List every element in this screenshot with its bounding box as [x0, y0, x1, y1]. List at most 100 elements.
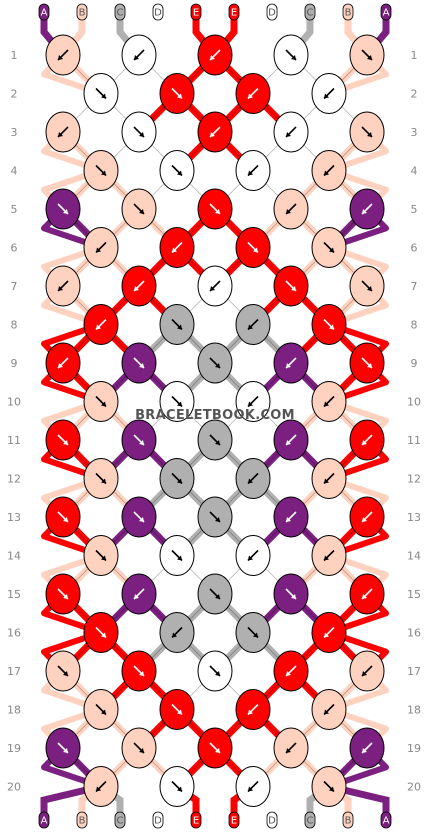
arrow-head-icon — [329, 247, 334, 253]
knot-row-1-1 — [45, 34, 81, 76]
arrow-head-icon — [324, 478, 329, 484]
arrow-head-icon — [96, 324, 101, 330]
knot-row-3-5 — [349, 111, 385, 153]
arrow-head-icon — [210, 55, 215, 60]
strand-letter: C — [117, 8, 124, 19]
knot-row-16-1 — [83, 612, 119, 653]
knot-row-20-3 — [235, 766, 271, 807]
row-number-right: 9 — [411, 357, 418, 370]
arrow-head-icon — [248, 786, 253, 792]
knot-row-2-1 — [83, 73, 119, 114]
strand-letter: E — [193, 8, 199, 19]
knot-row-19-2 — [121, 727, 157, 769]
bottom-strand-label-d: D — [152, 811, 164, 829]
knot-row-18-3 — [235, 689, 271, 730]
arrow-head-icon — [101, 709, 106, 715]
arrow-head-icon — [362, 517, 367, 522]
knot-row-11-3 — [197, 419, 233, 461]
top-strand-label-e: E — [190, 3, 202, 21]
knot-row-15-3 — [197, 573, 233, 615]
knot-row-2-3 — [235, 73, 271, 114]
top-strand-label-d: D — [152, 3, 164, 21]
knot-grid — [45, 34, 385, 807]
knot-row-12-4 — [311, 458, 347, 499]
arrow-head-icon — [324, 170, 329, 176]
top-strand-label-a: A — [380, 3, 392, 21]
strand-letter: D — [154, 8, 162, 19]
row-number-left: 17 — [7, 665, 21, 678]
knot-row-14-2 — [159, 535, 195, 576]
knot-row-2-4 — [311, 73, 347, 114]
arrow-head-icon — [362, 671, 367, 676]
knot-row-15-4 — [273, 573, 309, 615]
knot-row-3-2 — [121, 111, 157, 153]
arrow-head-icon — [172, 632, 177, 638]
arrow-head-icon — [139, 671, 144, 676]
knot-row-16-4 — [311, 612, 347, 653]
row-number-right: 15 — [407, 588, 421, 601]
arrow-head-icon — [324, 93, 329, 99]
row-number-left: 11 — [7, 434, 21, 447]
arrow-head-icon — [177, 709, 182, 715]
row-number-left: 7 — [11, 280, 18, 293]
knot-row-7-5 — [349, 265, 385, 307]
knot-row-5-4 — [273, 188, 309, 230]
strand-a-bottom — [40, 783, 105, 818]
knot-row-8-3 — [235, 304, 271, 345]
knot-row-4-1 — [83, 150, 119, 191]
knot-row-5-5 — [349, 188, 385, 230]
knot-row-1-3 — [197, 34, 233, 76]
arrow-head-icon — [248, 401, 253, 407]
arrow-head-icon — [58, 132, 63, 137]
arrow-head-icon — [63, 748, 68, 753]
arrow-head-icon — [324, 401, 329, 407]
arrow-head-icon — [248, 170, 253, 176]
knot-row-7-2 — [121, 265, 157, 307]
knot-row-20-1 — [83, 766, 119, 807]
arrow-head-icon — [177, 170, 182, 176]
knot-row-12-3 — [235, 458, 271, 499]
strand-letter: D — [154, 816, 162, 827]
knot-row-10-1 — [83, 381, 119, 422]
strand-letter: A — [41, 816, 48, 827]
arrow-head-icon — [248, 478, 253, 484]
arrow-head-icon — [215, 209, 220, 214]
top-strand-label-c: C — [304, 3, 316, 21]
row-number-right: 10 — [407, 396, 421, 409]
row-number-left: 8 — [11, 319, 18, 332]
arrow-head-icon — [286, 363, 291, 368]
arrow-head-icon — [286, 517, 291, 522]
arrow-head-icon — [248, 709, 253, 715]
arrow-head-icon — [139, 517, 144, 522]
row-number-right: 8 — [411, 319, 418, 332]
arrow-head-icon — [367, 132, 372, 137]
strand-letter: C — [307, 816, 314, 827]
strand-letter: E — [231, 8, 237, 19]
arrow-head-icon — [286, 440, 291, 445]
knot-row-1-4 — [273, 34, 309, 76]
row-number-right: 18 — [407, 704, 421, 717]
strand-letter: B — [79, 816, 86, 827]
strand-letter: A — [383, 8, 390, 19]
arrow-head-icon — [101, 632, 106, 638]
row-number-left: 18 — [7, 704, 21, 717]
knot-row-17-3 — [197, 650, 233, 692]
knot-row-13-5 — [349, 496, 385, 538]
knot-row-20-4 — [311, 766, 347, 807]
arrow-head-icon — [63, 671, 68, 676]
strand-letter: E — [231, 816, 237, 827]
top-strand-label-b: B — [76, 3, 88, 21]
knot-row-13-3 — [197, 496, 233, 538]
arrow-head-icon — [215, 671, 220, 676]
knot-row-7-3 — [197, 265, 233, 307]
knot-row-11-4 — [273, 419, 309, 461]
arrow-head-icon — [324, 709, 329, 715]
arrow-head-icon — [134, 286, 139, 291]
bottom-strand-label-c: C — [304, 811, 316, 829]
knot-row-4-4 — [311, 150, 347, 191]
knot-row-14-3 — [235, 535, 271, 576]
knot-row-1-2 — [121, 34, 157, 76]
knot-row-17-2 — [121, 650, 157, 692]
